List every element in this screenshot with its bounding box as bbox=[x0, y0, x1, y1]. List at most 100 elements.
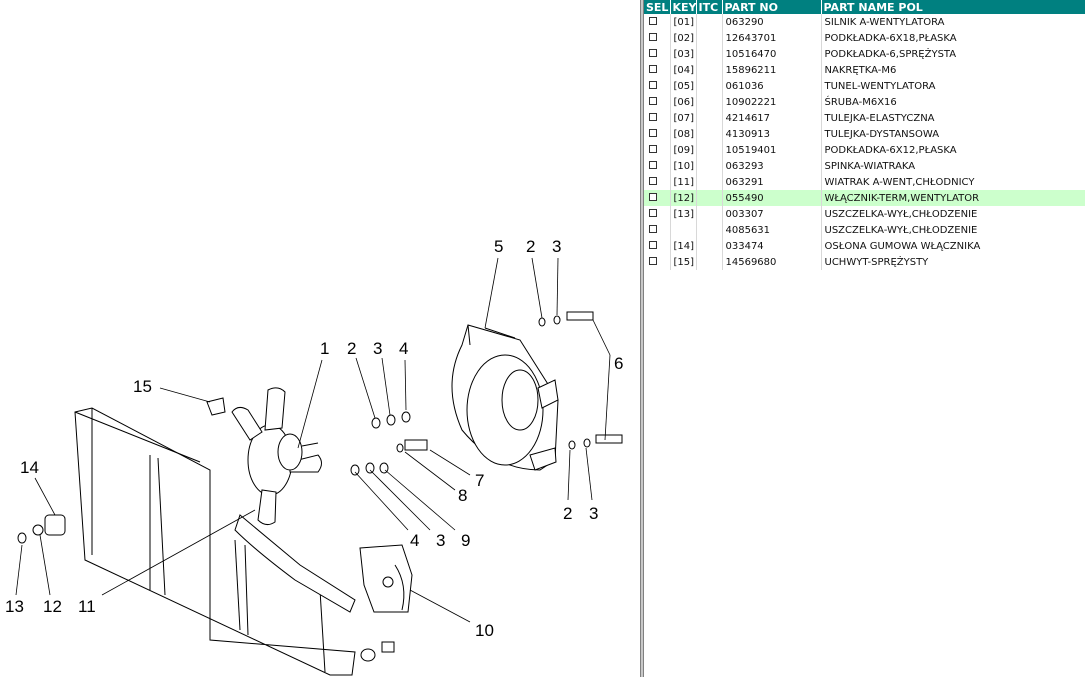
itc-cell bbox=[696, 62, 723, 78]
part-name-cell: TULEJKA-ELASTYCZNA bbox=[821, 110, 1085, 126]
callout-4: 4 bbox=[399, 339, 408, 358]
key-cell: [12] bbox=[670, 190, 697, 206]
select-checkbox[interactable] bbox=[649, 112, 657, 121]
select-cell bbox=[644, 206, 671, 222]
select-checkbox[interactable] bbox=[649, 224, 657, 233]
part-name-cell: UCHWYT-SPRĘŻYSTY bbox=[821, 254, 1085, 270]
column-header-part-no[interactable]: PART NO bbox=[722, 0, 822, 14]
part-no-cell: 14569680 bbox=[722, 254, 822, 270]
itc-cell bbox=[696, 174, 723, 190]
itc-cell bbox=[696, 238, 723, 254]
part-name-cell: PODKŁADKA-6,SPRĘŻYSTA bbox=[821, 46, 1085, 62]
select-cell bbox=[644, 190, 671, 206]
select-checkbox[interactable] bbox=[649, 32, 657, 41]
select-checkbox[interactable] bbox=[649, 80, 657, 89]
key-cell: [03] bbox=[670, 46, 697, 62]
callout-8: 8 bbox=[458, 486, 467, 505]
key-cell: [11] bbox=[670, 174, 697, 190]
itc-cell bbox=[696, 30, 723, 46]
select-cell bbox=[644, 174, 671, 190]
diagram-drawing: 1 2 3 4 5 2 3 6 7 8 9 4 3 2 3 10 11 12 1… bbox=[5, 237, 623, 676]
itc-cell bbox=[696, 126, 723, 142]
part-name-cell: SILNIK A-WENTYLATORA bbox=[821, 14, 1085, 30]
select-cell bbox=[644, 254, 671, 270]
panel-splitter[interactable] bbox=[640, 0, 644, 677]
itc-cell bbox=[696, 158, 723, 174]
itc-cell bbox=[696, 222, 723, 238]
part-name-cell: USZCZELKA-WYŁ,CHŁODZENIE bbox=[821, 206, 1085, 222]
part-name-cell: SPINKA-WIATRAKA bbox=[821, 158, 1085, 174]
select-checkbox[interactable] bbox=[649, 48, 657, 57]
callout-15: 15 bbox=[133, 377, 152, 396]
select-checkbox[interactable] bbox=[649, 256, 657, 265]
select-checkbox[interactable] bbox=[649, 176, 657, 185]
key-cell: [13] bbox=[670, 206, 697, 222]
key-cell: [08] bbox=[670, 126, 697, 142]
callout-3: 3 bbox=[436, 531, 445, 550]
small-parts-drawing bbox=[17, 311, 623, 662]
part-name-cell: OSŁONA GUMOWA WŁĄCZNIKA bbox=[821, 238, 1085, 254]
itc-cell bbox=[696, 206, 723, 222]
select-checkbox[interactable] bbox=[649, 64, 657, 73]
part-no-cell: 4085631 bbox=[722, 222, 822, 238]
itc-cell bbox=[696, 14, 723, 30]
part-no-cell: 10519401 bbox=[722, 142, 822, 158]
select-checkbox[interactable] bbox=[649, 160, 657, 169]
column-header-itc[interactable]: ITC bbox=[696, 0, 723, 14]
part-no-cell: 061036 bbox=[722, 78, 822, 94]
key-cell: [02] bbox=[670, 30, 697, 46]
exploded-parts-diagram: 1 2 3 4 5 2 3 6 7 8 9 4 3 2 3 10 11 12 1… bbox=[5, 237, 623, 676]
radiator-drawing bbox=[74, 407, 356, 676]
part-name-cell: PODKŁADKA-6X18,PŁASKA bbox=[821, 30, 1085, 46]
select-checkbox[interactable] bbox=[649, 128, 657, 137]
part-no-cell: 15896211 bbox=[722, 62, 822, 78]
select-cell bbox=[644, 110, 671, 126]
callout-labels: 1 2 3 4 5 2 3 6 7 8 9 4 3 2 3 10 11 12 1… bbox=[5, 237, 623, 640]
callout-6: 6 bbox=[614, 354, 623, 373]
part-no-cell: 063291 bbox=[722, 174, 822, 190]
callout-12: 12 bbox=[43, 597, 62, 616]
part-no-cell: 4130913 bbox=[722, 126, 822, 142]
callout-3: 3 bbox=[589, 504, 598, 523]
part-name-cell: TULEJKA-DYSTANSOWA bbox=[821, 126, 1085, 142]
part-no-cell: 4214617 bbox=[722, 110, 822, 126]
column-header-sel[interactable]: SEL bbox=[644, 0, 671, 14]
part-name-cell: WIATRAK A-WENT,CHŁODNICY bbox=[821, 174, 1085, 190]
column-header-key[interactable]: KEY bbox=[670, 0, 697, 14]
part-no-cell: 12643701 bbox=[722, 30, 822, 46]
column-header-part-name[interactable]: PART NAME POL bbox=[821, 0, 1085, 14]
select-cell bbox=[644, 14, 671, 30]
itc-cell bbox=[696, 78, 723, 94]
select-checkbox[interactable] bbox=[649, 240, 657, 249]
select-cell bbox=[644, 222, 671, 238]
select-checkbox[interactable] bbox=[649, 96, 657, 105]
select-checkbox[interactable] bbox=[649, 208, 657, 217]
part-name-cell: WŁĄCZNIK-TERM,WENTYLATOR bbox=[821, 190, 1085, 206]
callout-9: 9 bbox=[461, 531, 470, 550]
key-cell: [04] bbox=[670, 62, 697, 78]
callout-2: 2 bbox=[526, 237, 535, 256]
key-cell: [09] bbox=[670, 142, 697, 158]
select-checkbox[interactable] bbox=[649, 144, 657, 153]
select-checkbox[interactable] bbox=[649, 16, 657, 25]
itc-cell bbox=[696, 254, 723, 270]
itc-cell bbox=[696, 110, 723, 126]
part-name-cell: TUNEL-WENTYLATORA bbox=[821, 78, 1085, 94]
select-checkbox[interactable] bbox=[649, 192, 657, 201]
